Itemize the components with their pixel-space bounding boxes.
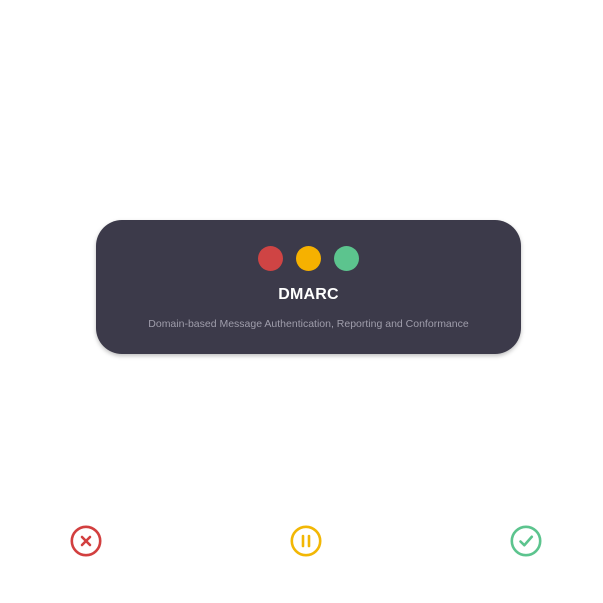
accept-button[interactable]: [510, 525, 542, 557]
status-dots: [96, 246, 521, 271]
yellow-status-dot: [296, 246, 321, 271]
pause-circle-icon: [290, 525, 322, 557]
check-circle-icon: [510, 525, 542, 557]
pause-button[interactable]: [290, 525, 322, 557]
dmarc-card[interactable]: DMARC Domain-based Message Authenticatio…: [96, 220, 521, 354]
reject-button[interactable]: [70, 525, 102, 557]
red-status-dot: [258, 246, 283, 271]
green-status-dot: [334, 246, 359, 271]
close-circle-icon: [70, 525, 102, 557]
card-title: DMARC: [278, 286, 339, 303]
card-subtitle: Domain-based Message Authentication, Rep…: [148, 318, 469, 330]
